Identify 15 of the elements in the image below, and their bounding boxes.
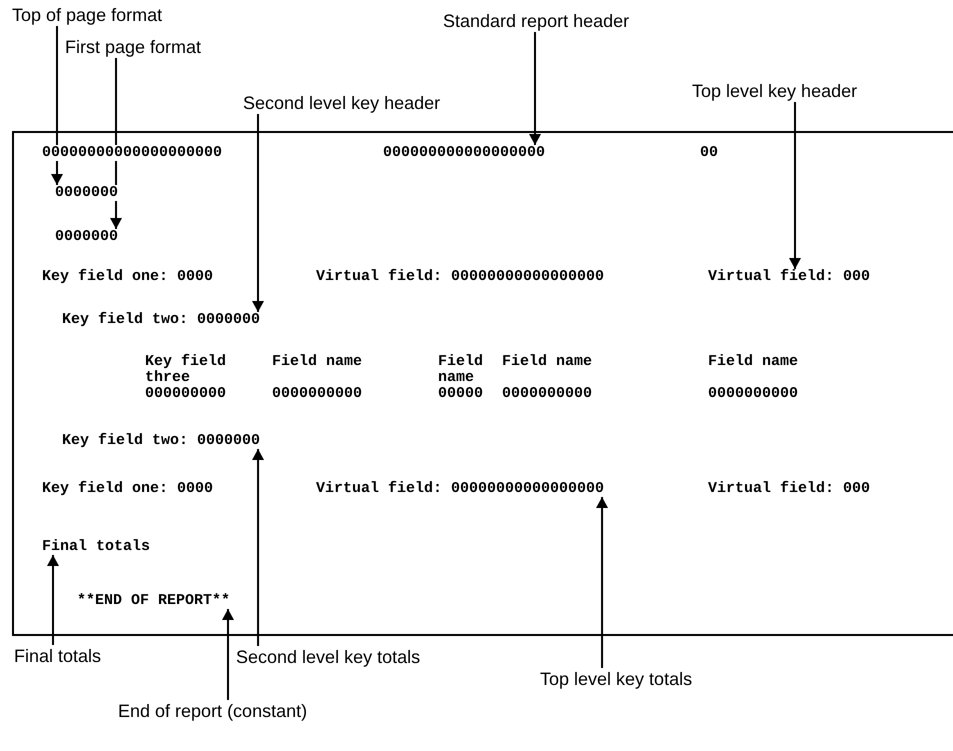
- leader-arrow: [529, 32, 541, 145]
- leader-arrow: [252, 114, 264, 312]
- report-text: 0000000: [55, 185, 118, 201]
- leader-arrow: [789, 102, 801, 269]
- leader-arrow: [51, 26, 63, 185]
- leader-arrow: [222, 609, 234, 700]
- leader-arrow: [47, 555, 59, 645]
- report-frame: [12, 131, 953, 636]
- report-text: Key field one: 0000: [42, 481, 214, 497]
- report-text: Key field one: 0000: [42, 269, 214, 285]
- report-text: Key field two: 0000000: [62, 433, 260, 449]
- leader-arrow: [596, 497, 608, 668]
- leader-arrow: [252, 449, 264, 646]
- report-text: 00000000000000000000: [42, 145, 222, 161]
- report-text: Key field two: 0000000: [62, 312, 260, 328]
